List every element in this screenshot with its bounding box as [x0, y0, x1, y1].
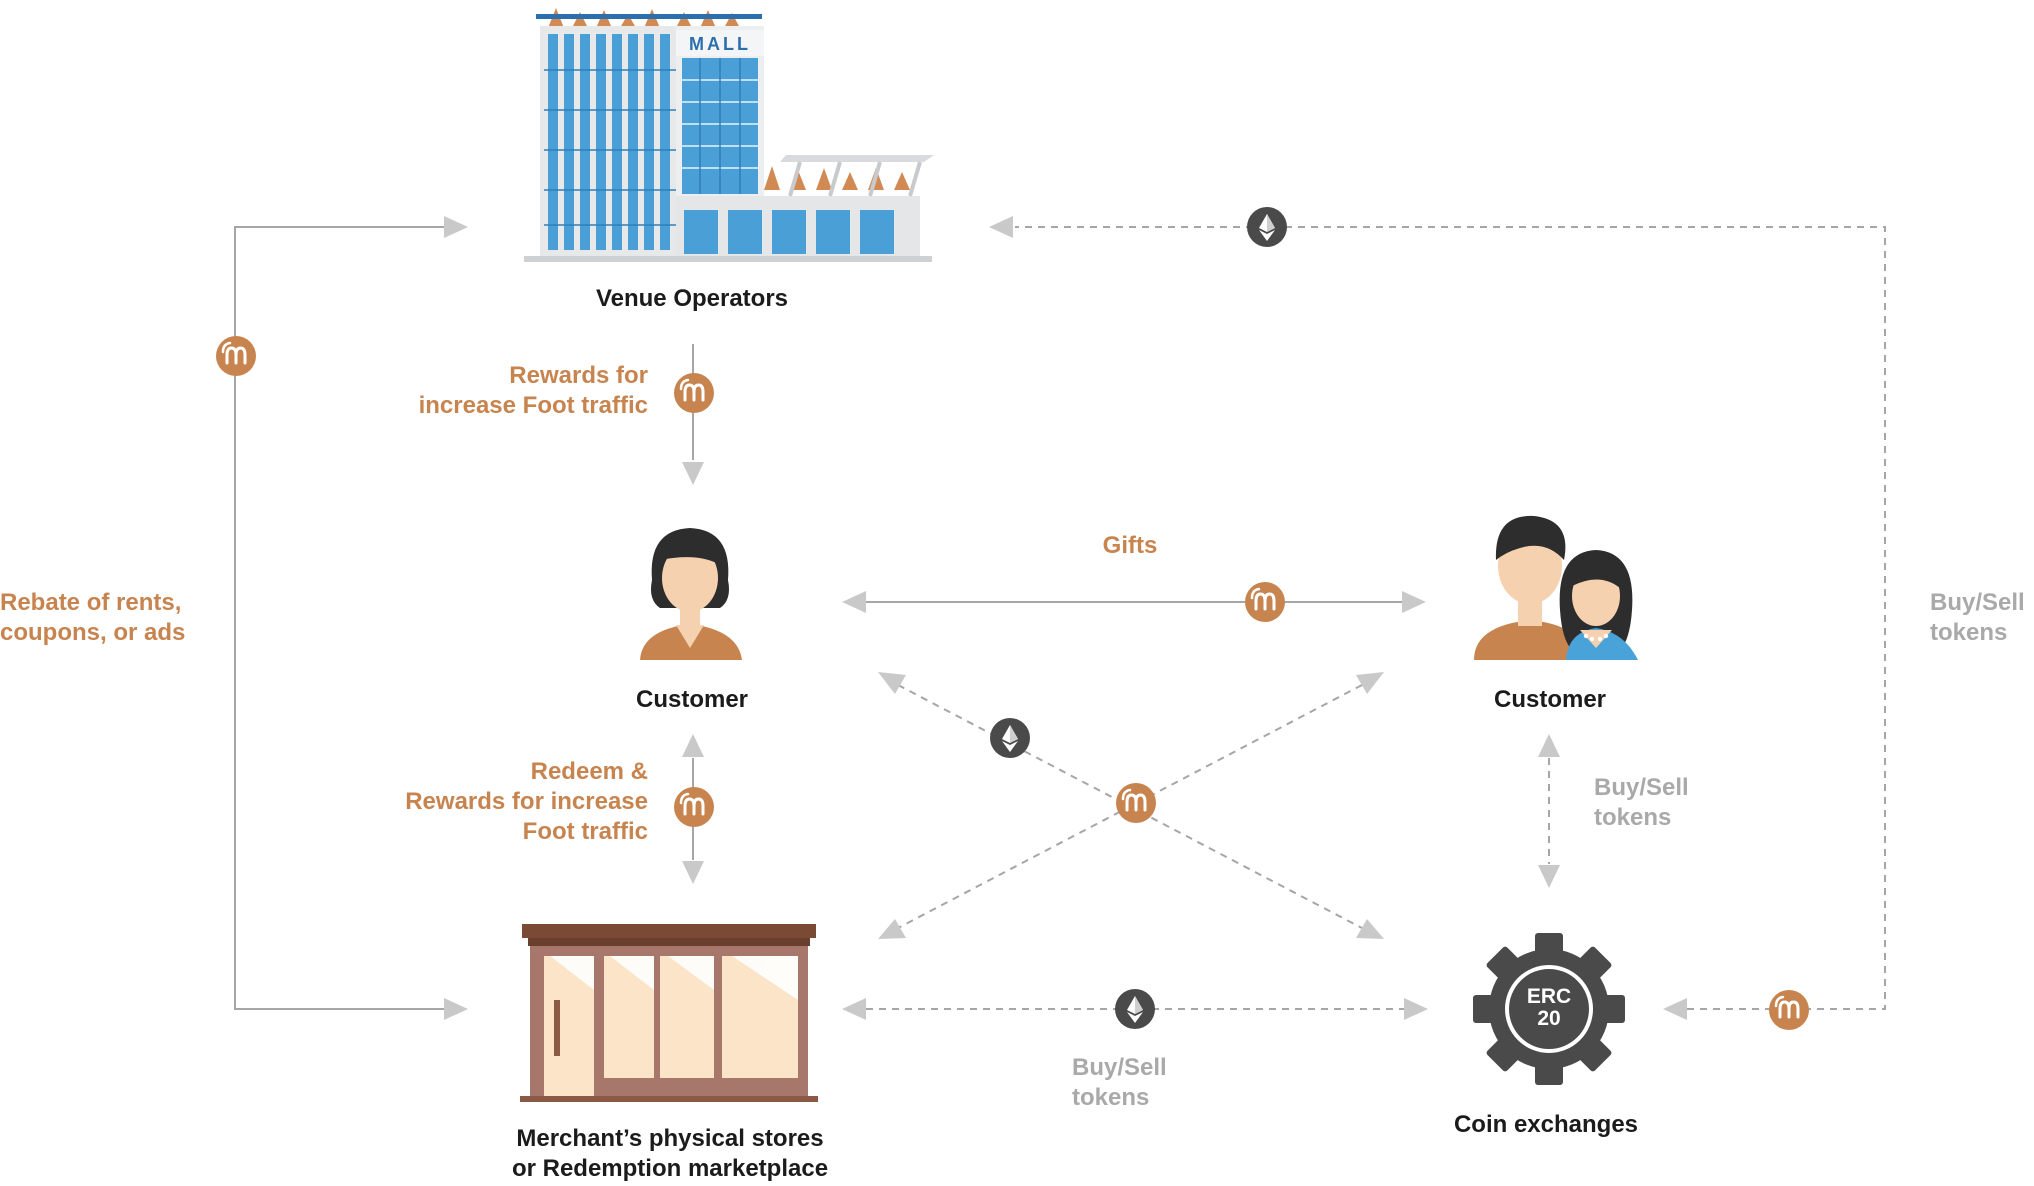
buy-sell-right-label: Buy/Sell tokens — [1930, 589, 2025, 646]
mall-coin-icon — [214, 334, 258, 378]
gifts-connector — [842, 591, 1426, 613]
mall-sign: MALL — [689, 34, 751, 54]
customer-right-label: Customer — [1493, 686, 1607, 713]
rebate-edge-label: Rebate of rents, coupons, or ads — [0, 589, 186, 646]
buy-sell-mid-label: Buy/Sell tokens — [1594, 774, 1689, 831]
venue-operators-label: Venue Operators — [595, 285, 789, 312]
mall-coin-icon — [1243, 580, 1287, 624]
exchange-venue-connector — [989, 216, 1886, 1020]
buy-sell-bottom-label: Buy/Sell tokens — [1072, 1054, 1167, 1111]
mall-coin-icon — [1767, 988, 1811, 1032]
customer-female-avatar — [640, 528, 742, 660]
mall-coin-icon — [672, 371, 716, 415]
rebate-connector — [234, 216, 468, 1020]
gear-text-line1: ERC — [1527, 985, 1571, 1008]
mall-building-illustration: MALL — [524, 8, 934, 262]
mall-coin-icon — [672, 785, 716, 829]
rewards-edge-label: Rewards for increase Foot traffic — [418, 362, 648, 419]
merchant-store-illustration — [520, 924, 818, 1102]
mall-coin-icon — [1114, 781, 1158, 825]
gear-text-line2: 20 — [1537, 1007, 1560, 1030]
merchant-label: Merchant’s physical stores or Redemption… — [511, 1125, 829, 1182]
gear-icon: ERC 20 — [1473, 933, 1625, 1085]
customer-exchange-connector — [1538, 734, 1560, 888]
merchant-exchange-connector — [842, 998, 1428, 1020]
ethereum-icon — [1115, 989, 1155, 1029]
redeem-edge-label: Redeem & Rewards for increase Foot traff… — [405, 758, 648, 845]
coin-exchanges-label: Coin exchanges — [1453, 1111, 1639, 1138]
rewards-connector — [682, 344, 704, 485]
customer-couple-avatar — [1474, 515, 1638, 660]
customer-left-label: Customer — [635, 686, 749, 713]
ethereum-icon — [1247, 207, 1287, 247]
ethereum-icon — [990, 718, 1030, 758]
gifts-edge-label: Gifts — [1102, 532, 1158, 559]
